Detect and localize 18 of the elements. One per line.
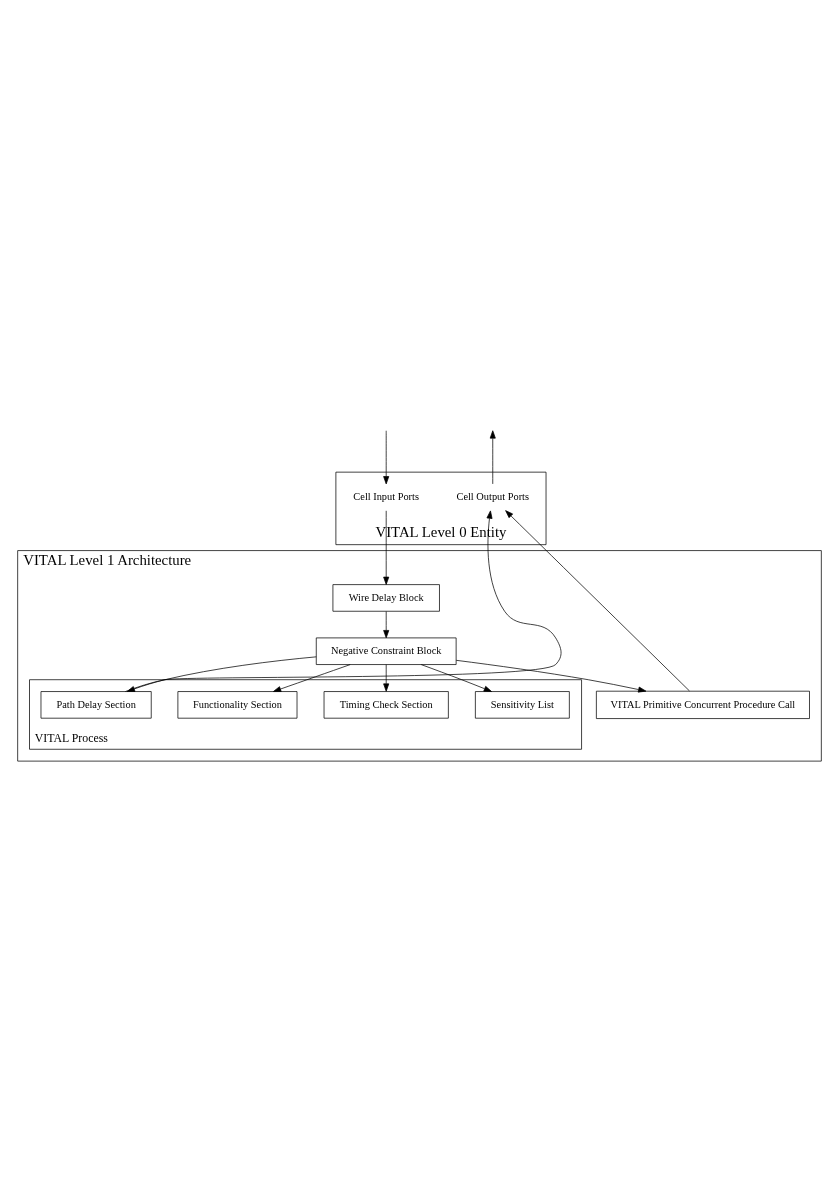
arrow [383,509,390,585]
node-box: Negative Constraint Block [315,637,457,665]
node-box: Functionality Section [177,690,298,719]
node-text: Cell Output Ports [456,490,530,502]
arrow [273,663,351,692]
arrow [489,429,496,484]
node-text: Cell Input Ports [353,490,420,502]
arrow [505,509,690,691]
node-box: Sensitivity List [475,690,570,719]
node-box: Wire Delay Block [332,583,440,612]
node-box: Path Delay Section [40,690,152,719]
arrow [455,659,647,692]
arrow [420,663,492,692]
arrow [383,663,390,692]
arrow [383,429,390,484]
node-box: VITAL Primitive Concurrent Procedure Call [596,690,810,719]
node-box: Timing Check Section [323,690,449,719]
arrow [383,610,390,638]
